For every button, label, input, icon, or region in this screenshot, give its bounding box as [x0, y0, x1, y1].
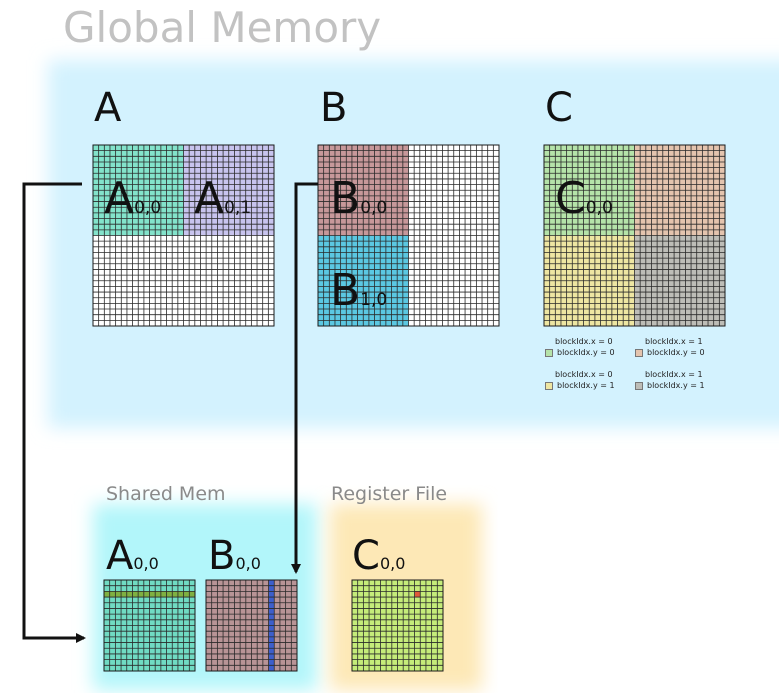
legend-line: blockIdx.x = 1 — [645, 337, 703, 346]
tile-label-a00: A0,0 — [104, 173, 162, 224]
tile-label-c00: C0,0 — [555, 173, 613, 224]
legend-line: blockIdx.x = 0 — [555, 370, 613, 379]
legend-swatch — [545, 381, 553, 390]
matrix-a-label: A — [94, 85, 122, 131]
legend-item-2: blockIdx.x = 0 blockIdx.y = 1 — [545, 369, 615, 391]
global-memory-title: Global Memory — [63, 3, 382, 52]
legend-line: blockIdx.x = 0 — [555, 337, 613, 346]
matrix-a-grid-border — [92, 144, 275, 327]
register-cell-highlight — [414, 591, 421, 598]
legend-swatch — [635, 348, 643, 357]
shared-tile-label-a00: A0,0 — [106, 533, 159, 579]
legend-line: blockIdx.x = 1 — [645, 370, 703, 379]
legend-line: blockIdx.y = 0 — [647, 348, 705, 357]
legend-item-0: blockIdx.x = 0 blockIdx.y = 0 — [545, 336, 615, 358]
register-file-label: Register File — [331, 483, 448, 505]
legend-line: blockIdx.y = 1 — [647, 381, 705, 390]
shared-tile-label-b00: B0,0 — [208, 533, 261, 579]
register-tile-label-c00: C0,0 — [352, 533, 406, 579]
tile-label-b10: B1,0 — [330, 265, 388, 316]
arrow-a-to-shared — [22, 182, 86, 643]
tile-label-a01: A0,1 — [194, 173, 252, 224]
legend-item-1: blockIdx.x = 1 blockIdx.y = 0 — [635, 336, 705, 358]
matrix-b-label: B — [320, 85, 348, 131]
arrow-b-to-shared — [291, 182, 318, 574]
matrix-c-label: C — [545, 85, 573, 131]
shared-a-grid-border — [103, 579, 196, 672]
legend-line: blockIdx.y = 1 — [557, 381, 615, 390]
register-c-grid-border — [351, 579, 444, 672]
legend-swatch — [545, 348, 553, 357]
legend-item-3: blockIdx.x = 1 blockIdx.y = 1 — [635, 369, 705, 391]
legend-swatch — [635, 381, 643, 390]
matrix-c-grid-border — [543, 144, 726, 327]
shared-b-grid-border — [205, 579, 298, 672]
tile-label-b00: B0,0 — [330, 173, 388, 224]
legend-line: blockIdx.y = 0 — [557, 348, 615, 357]
matrix-b-grid-border — [317, 144, 500, 327]
shared-mem-label: Shared Mem — [106, 483, 226, 505]
